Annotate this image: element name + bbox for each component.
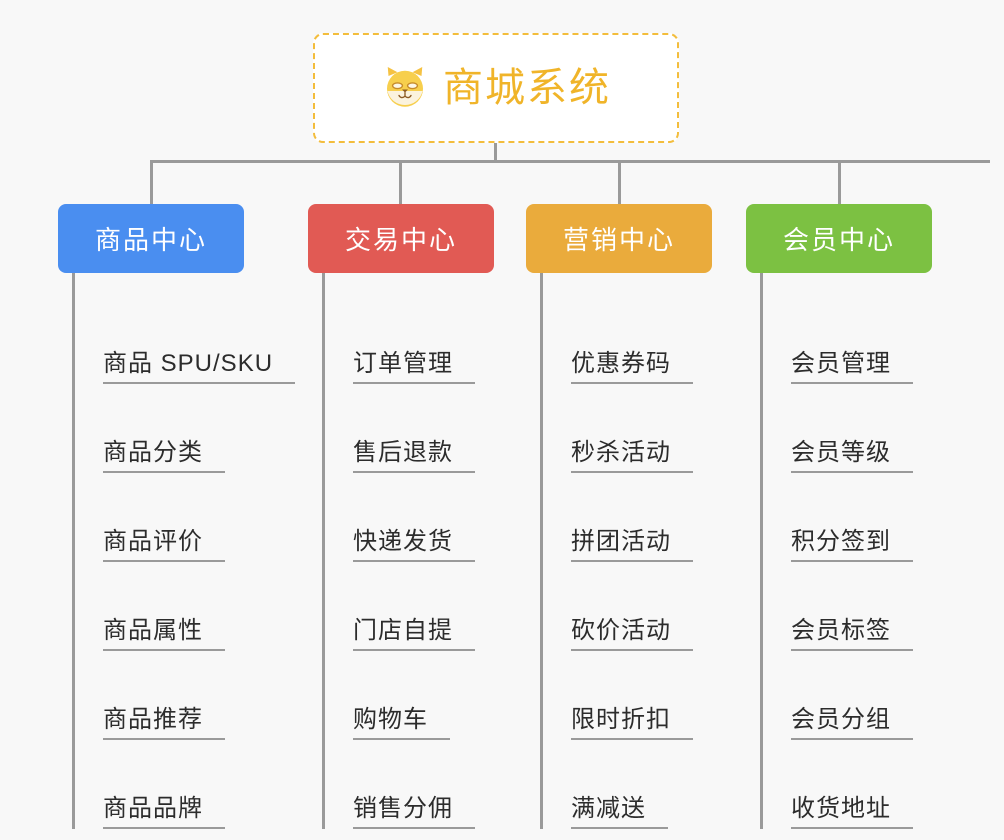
leaf-list-1: 商品 SPU/SKU 商品分类 商品评价 商品属性 商品推荐 商品品牌 (72, 273, 296, 829)
list-item[interactable]: 商品推荐 (75, 651, 244, 740)
category-header-2-label: 交易中心 (344, 225, 457, 255)
list-item[interactable]: 售后退款 (325, 384, 494, 473)
list-item[interactable]: 会员等级 (763, 384, 932, 473)
leaf-label: 限时折扣 (571, 706, 693, 740)
category-column-4: 会员中心 会员管理 会员等级 积分签到 会员标签 会员分组 收货地址 (746, 204, 932, 829)
leaf-list-3: 优惠券码 秒杀活动 拼团活动 砍价活动 限时折扣 满减送 (540, 273, 712, 829)
leaf-list-2: 订单管理 售后退款 快递发货 门店自提 购物车 销售分佣 (322, 273, 494, 829)
connector-drop-3 (618, 160, 621, 206)
list-item[interactable]: 销售分佣 (325, 740, 494, 829)
list-item[interactable]: 订单管理 (325, 295, 494, 384)
category-column-2: 交易中心 订单管理 售后退款 快递发货 门店自提 购物车 销售分佣 (308, 204, 494, 829)
leaf-label: 门店自提 (353, 617, 475, 651)
leaf-label: 会员分组 (791, 706, 913, 740)
list-item[interactable]: 拼团活动 (543, 473, 712, 562)
leaf-label: 商品属性 (103, 617, 225, 651)
leaf-label: 会员等级 (791, 439, 913, 473)
category-header-4[interactable]: 会员中心 (746, 204, 932, 273)
list-item[interactable]: 商品属性 (75, 562, 244, 651)
list-item[interactable]: 快递发货 (325, 473, 494, 562)
leaf-label: 购物车 (353, 706, 450, 740)
leaf-label: 商品评价 (103, 528, 225, 562)
connector-drop-2 (399, 160, 402, 206)
dog-face-icon (381, 64, 429, 112)
connector-drop-1 (150, 160, 153, 206)
list-item[interactable]: 门店自提 (325, 562, 494, 651)
leaf-label: 秒杀活动 (571, 439, 693, 473)
category-column-1: 商品中心 商品 SPU/SKU 商品分类 商品评价 商品属性 商品推荐 商品品牌 (58, 204, 296, 829)
connector-root-stem (494, 143, 497, 161)
leaf-label: 销售分佣 (353, 795, 475, 829)
leaf-label: 砍价活动 (571, 617, 693, 651)
root-title: 商城系统 (443, 66, 611, 110)
leaf-label: 商品分类 (103, 439, 225, 473)
list-item[interactable]: 会员管理 (763, 295, 932, 384)
leaf-label: 订单管理 (353, 350, 475, 384)
leaf-label: 快递发货 (353, 528, 475, 562)
leaf-label: 售后退款 (353, 439, 475, 473)
category-header-3-label: 营销中心 (562, 225, 675, 255)
leaf-label: 会员标签 (791, 617, 913, 651)
list-item[interactable]: 限时折扣 (543, 651, 712, 740)
list-item[interactable]: 会员分组 (763, 651, 932, 740)
list-item[interactable]: 积分签到 (763, 473, 932, 562)
category-header-2[interactable]: 交易中心 (308, 204, 494, 273)
leaf-label: 积分签到 (791, 528, 913, 562)
leaf-label: 优惠券码 (571, 350, 693, 384)
list-item[interactable]: 砍价活动 (543, 562, 712, 651)
leaf-label: 商品品牌 (103, 795, 225, 829)
category-header-4-label: 会员中心 (782, 225, 895, 255)
category-header-1-label: 商品中心 (94, 225, 207, 255)
leaf-label: 商品推荐 (103, 706, 225, 740)
leaf-label: 商品 SPU/SKU (103, 350, 296, 384)
root-node[interactable]: 商城系统 (313, 33, 679, 143)
category-header-3[interactable]: 营销中心 (526, 204, 712, 273)
leaf-list-4: 会员管理 会员等级 积分签到 会员标签 会员分组 收货地址 (760, 273, 932, 829)
list-item[interactable]: 满减送 (543, 740, 712, 829)
list-item[interactable]: 商品分类 (75, 384, 244, 473)
list-item[interactable]: 购物车 (325, 651, 494, 740)
list-item[interactable]: 商品品牌 (75, 740, 244, 829)
leaf-label: 拼团活动 (571, 528, 693, 562)
leaf-label: 收货地址 (791, 795, 913, 829)
leaf-label: 会员管理 (791, 350, 913, 384)
connector-horizontal-bus (150, 160, 990, 163)
category-column-3: 营销中心 优惠券码 秒杀活动 拼团活动 砍价活动 限时折扣 满减送 (526, 204, 712, 829)
list-item[interactable]: 商品 SPU/SKU (75, 295, 296, 384)
list-item[interactable]: 商品评价 (75, 473, 244, 562)
connector-drop-4 (838, 160, 841, 206)
leaf-label: 满减送 (571, 795, 668, 829)
list-item[interactable]: 会员标签 (763, 562, 932, 651)
category-header-1[interactable]: 商品中心 (58, 204, 244, 273)
list-item[interactable]: 优惠券码 (543, 295, 712, 384)
list-item[interactable]: 收货地址 (763, 740, 932, 829)
list-item[interactable]: 秒杀活动 (543, 384, 712, 473)
